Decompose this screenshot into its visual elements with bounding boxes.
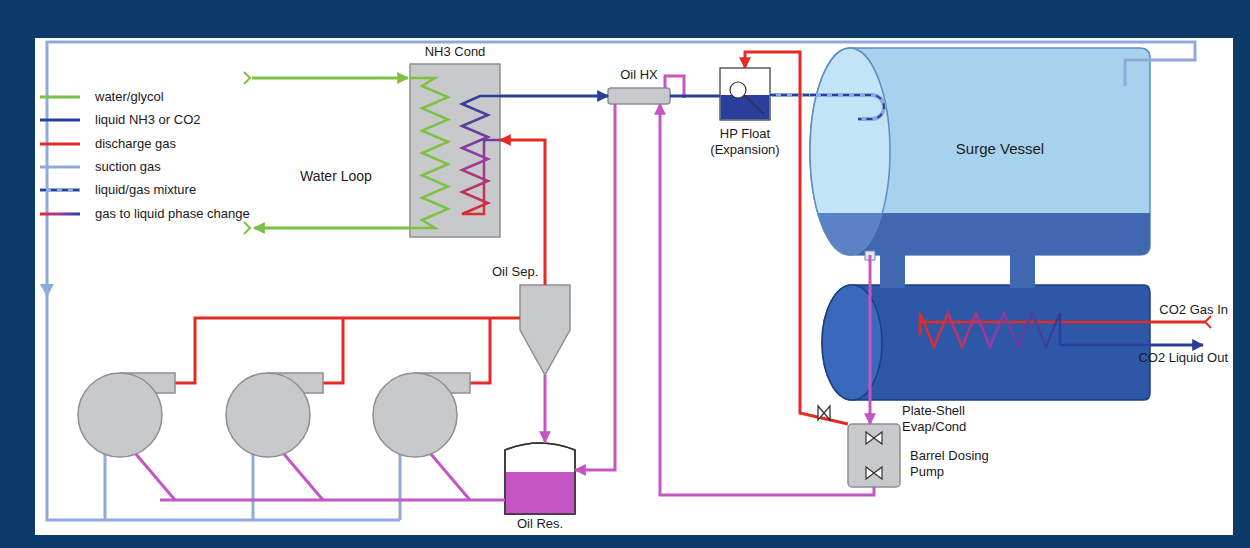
legend-text: liquid NH3 or CO2 [95,112,201,127]
pipe-line [544,375,547,442]
loop-label: Water Loop [300,168,372,184]
surge-vessel: Surge Vessel [810,48,1150,255]
pipe-line [500,95,608,98]
legend-line [40,209,84,219]
pipe-connector [770,95,810,96]
oil-separator: Oil Sep. [520,285,570,375]
pipe-line [869,255,872,424]
plate-shell-vessel: Plate-Shell Evap/Cond [822,285,1150,400]
pipe-line [500,140,545,285]
port-label: CO2 Liquid Out [1138,350,1228,365]
node-label: Surge Vessel [956,140,1044,158]
condenser-box-shape [410,64,500,237]
port-label: CO2 Gas In [1159,302,1228,317]
suction-lines [47,42,1195,520]
pipe-connector [545,375,546,442]
node-label: NH3 Cond [425,44,486,60]
float-valve-box: HP Float (Expansion) [720,68,770,120]
heat-exchanger: Oil HX [608,88,670,104]
valve-symbol [818,406,830,420]
node-label: Plate-Shell Evap/Cond [902,403,1002,434]
node-label: HP Float (Expansion) [702,126,788,157]
legend-line [40,185,84,195]
heat-exchanger-shape [608,88,670,104]
node-label: Barrel Dosing Pump [910,448,1006,479]
oil-reservoir: Oil Res. [505,442,575,514]
legend-line [40,115,84,125]
legend-line [40,92,84,102]
node-label: Oil Res. [517,516,563,532]
vessel-legs [880,252,1035,288]
oil-separator-shape [520,285,570,375]
plate-shell-vessel-shape [822,285,1150,400]
water-loop-lines [244,72,410,234]
legend-text: water/glycol [95,89,164,104]
pipe-line [575,104,615,470]
pipe-connector [670,96,720,97]
pipe-connector [500,140,545,285]
pipe-dash [770,94,810,96]
pipe-connector [500,96,608,97]
flow-arrow [40,284,54,297]
dosing-pump: Barrel Dosing Pump [848,424,900,487]
compressor-symbols [78,373,470,457]
legend-line [40,162,84,172]
float-valve-box-shape [720,68,770,120]
pipe-connector [575,104,615,470]
dosing-pump-shape [848,424,900,487]
legend-text: liquid/gas mixture [95,182,196,197]
legend-text: gas to liquid phase change [95,206,250,221]
node-label: Oil HX [620,67,658,83]
legend-text: suction gas [95,159,161,174]
pipe-line [670,95,720,98]
oil-reservoir-shape [505,442,575,514]
pipe-line [770,93,810,97]
pipe-connector [870,255,871,424]
condenser-box: NH3 Cond [410,64,500,237]
legend-text: discharge gas [95,136,176,151]
legend-line [40,139,84,149]
node-label: Oil Sep. [492,264,538,280]
co2-lines [1150,316,1211,345]
